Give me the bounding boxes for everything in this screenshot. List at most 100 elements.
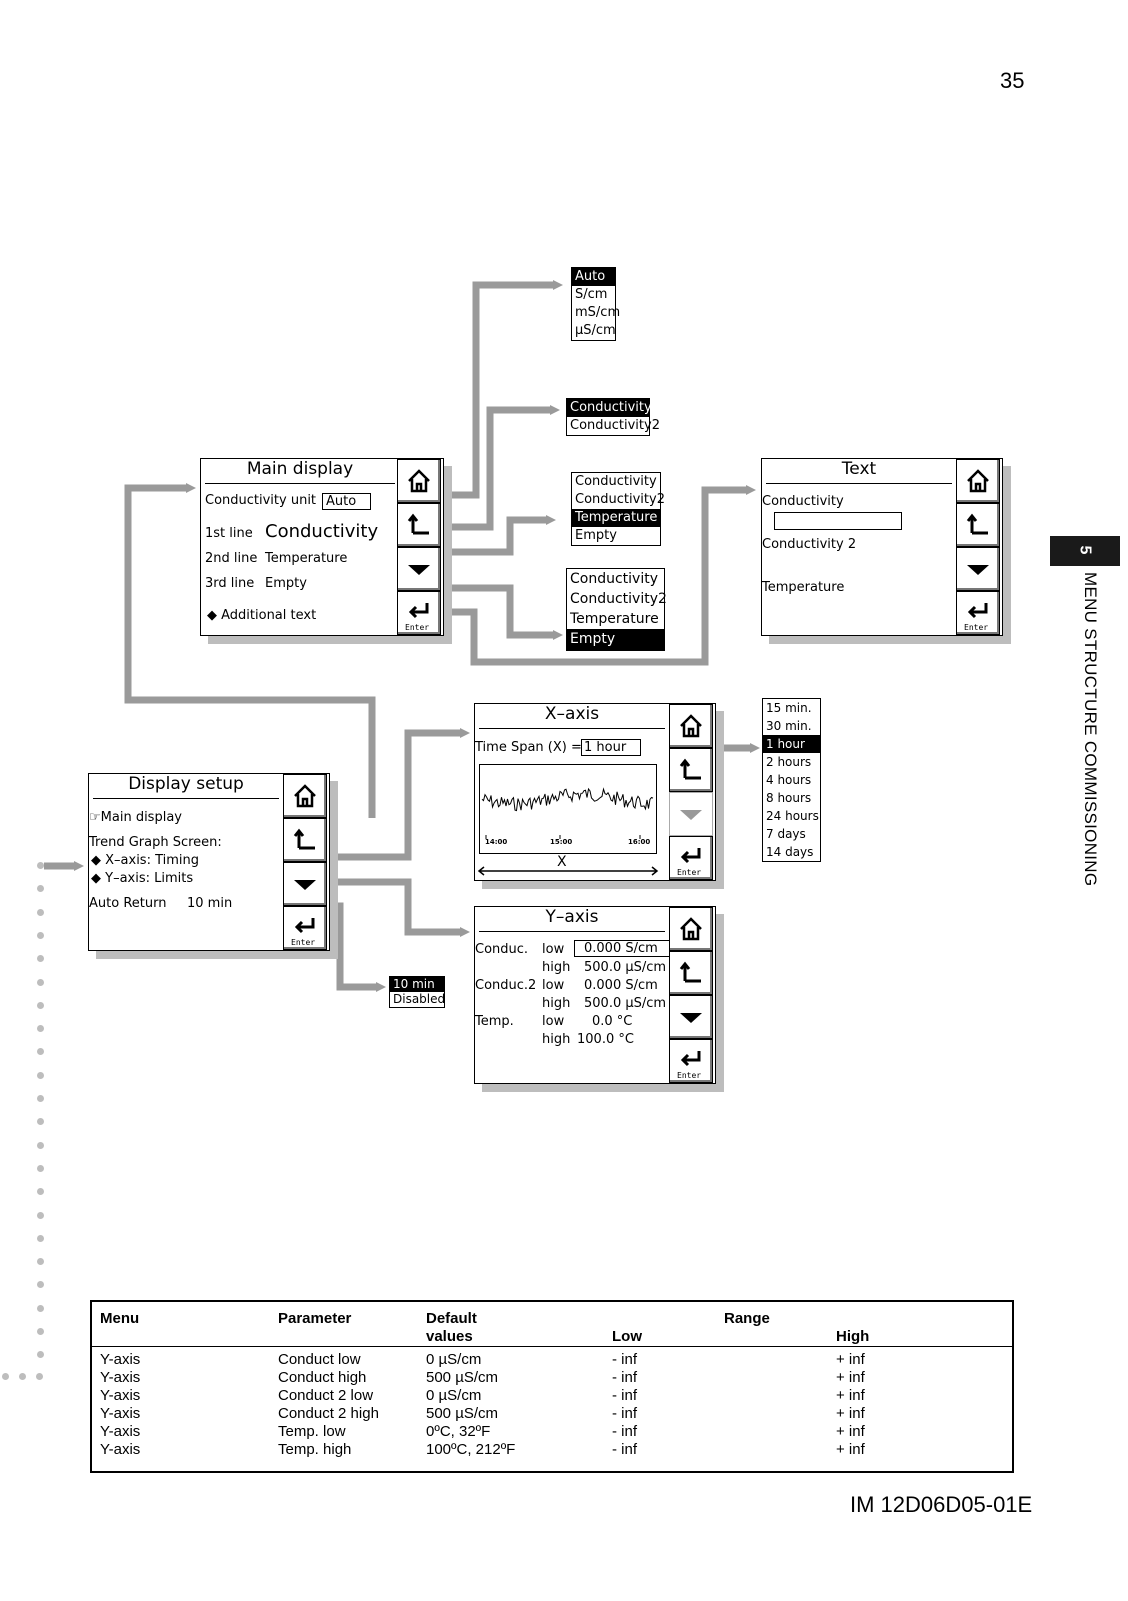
list-item[interactable]: µS/cm [575, 323, 616, 338]
list-item[interactable]: Auto [572, 268, 615, 286]
back-button[interactable] [956, 503, 1000, 547]
y-bound-label: high [542, 996, 571, 1011]
list-item[interactable]: Conductivity2 [575, 492, 665, 507]
margin-dot [37, 1141, 44, 1149]
list-item[interactable]: Temperature [572, 509, 660, 527]
margin-dot [19, 1373, 26, 1380]
margin-dot [37, 1164, 44, 1172]
main-display-screen: Main display Conductivity unit Auto 1st … [200, 458, 444, 636]
x-axis-span-arrow [477, 866, 659, 876]
line1-value[interactable]: Conductivity [265, 521, 379, 542]
down-arrow-icon [294, 880, 316, 890]
arrow-to-main-display [124, 483, 376, 818]
home-button[interactable] [669, 907, 713, 951]
home-button[interactable] [283, 774, 327, 818]
margin-dot [37, 1328, 44, 1335]
list-item[interactable]: Conductivity [567, 399, 652, 417]
back-button[interactable] [397, 503, 441, 547]
margin-dot [37, 931, 44, 939]
conductivity-unit-field[interactable]: Auto [322, 493, 372, 510]
enter-button[interactable]: Enter [397, 591, 441, 635]
x-axis-menu-item[interactable]: ◆ X–axis: Timing [91, 853, 200, 868]
list-item[interactable]: Disabled [393, 992, 446, 1006]
table-header-row: Menu Parameter Default Range [91, 1301, 1013, 1328]
list-item[interactable]: 24 hours [766, 809, 819, 823]
list-item[interactable]: Empty [567, 629, 664, 650]
conductivity-low-field[interactable]: 0.000 S/cm [574, 940, 670, 957]
enter-icon [967, 603, 988, 619]
home-button[interactable] [397, 459, 441, 503]
time-span-label: Time Span (X) = [475, 740, 582, 755]
home-button[interactable] [956, 459, 1000, 503]
margin-dot [37, 1234, 44, 1242]
down-button[interactable] [956, 547, 1000, 591]
list-item[interactable]: 7 days [766, 827, 806, 841]
back-button[interactable] [669, 951, 713, 995]
margin-dot [36, 1373, 43, 1380]
list-item[interactable]: mS/cm [575, 305, 621, 320]
line2-value[interactable]: Temperature [265, 551, 348, 566]
enter-button[interactable]: Enter [669, 836, 713, 880]
arrow-to-line3-options [442, 584, 563, 640]
conductivity2-text-label: Conductivity 2 [762, 537, 857, 552]
enter-icon [294, 918, 315, 934]
arrow-to-unit-options [442, 280, 563, 499]
list-item[interactable]: S/cm [575, 287, 608, 302]
screen-title: X–axis [544, 704, 600, 724]
trend-line [481, 787, 654, 812]
list-item[interactable]: 2 hours [766, 755, 812, 769]
back-button[interactable] [283, 818, 327, 862]
temperature-high-value[interactable]: 100.0 °C [577, 1032, 634, 1047]
list-item[interactable]: Conductivity2 [570, 591, 667, 607]
list-item[interactable]: Conductivity [575, 474, 657, 489]
unit-options-list: Auto S/cm mS/cm µS/cm [571, 267, 621, 341]
header-menu: Menu [100, 1310, 140, 1327]
conductivity2-high-value[interactable]: 500.0 µS/cm [584, 996, 667, 1011]
home-icon [408, 469, 430, 493]
home-icon [680, 917, 702, 941]
list-item[interactable]: Conductivity [570, 571, 658, 587]
enter-button[interactable]: Enter [669, 1039, 713, 1083]
enter-button[interactable]: Enter [283, 906, 327, 950]
conductivity2-low-value[interactable]: 0.000 S/cm [584, 978, 658, 993]
temperature-low-value[interactable]: 0.0 °C [592, 1014, 633, 1029]
header-default: Default [426, 1310, 477, 1327]
list-item[interactable]: 15 min. [766, 701, 812, 715]
conductivity-text-field[interactable] [774, 512, 902, 530]
line1-options-list: Conductivity Conductivity2 [566, 398, 660, 436]
down-button[interactable] [397, 547, 441, 591]
down-button[interactable] [283, 862, 327, 906]
margin-dot [37, 955, 44, 963]
list-item[interactable]: 4 hours [766, 773, 812, 787]
auto-return-value[interactable]: 10 min [187, 896, 233, 911]
additional-text-item[interactable]: ◆ Additional text [207, 608, 317, 623]
enter-label: Enter [405, 623, 430, 632]
time-span-field[interactable]: 1 hour [581, 739, 642, 756]
arrow-to-line2-options [442, 515, 556, 556]
list-item[interactable]: 1 hour [763, 735, 820, 753]
list-item[interactable]: Conductivity2 [570, 418, 660, 433]
list-item[interactable]: 8 hours [766, 791, 812, 805]
down-button[interactable] [669, 995, 713, 1039]
list-item[interactable]: 10 min [390, 977, 444, 992]
main-display-link[interactable]: ☞Main display [89, 810, 182, 825]
list-item[interactable]: Empty [575, 528, 617, 543]
tick-label: 14:00 [485, 838, 508, 846]
down-button-disabled[interactable] [669, 792, 713, 836]
conductivity-high-value[interactable]: 500.0 µS/cm [584, 960, 667, 975]
back-button[interactable] [669, 748, 713, 792]
list-item[interactable]: Temperature [570, 611, 659, 627]
y-axis-menu-item[interactable]: ◆ Y–axis: Limits [91, 871, 194, 886]
list-item[interactable]: 30 min. [766, 719, 812, 733]
enter-label: Enter [677, 1071, 702, 1080]
arrow-to-y-axis [330, 878, 470, 937]
down-arrow-icon [967, 565, 989, 575]
y-group-label: Conduc. [475, 942, 529, 957]
list-item[interactable]: 14 days [766, 845, 814, 859]
enter-button[interactable]: Enter [956, 591, 1000, 635]
trend-graph-preview [479, 764, 657, 854]
margin-dot [37, 1071, 44, 1079]
line3-value[interactable]: Empty [265, 576, 307, 591]
home-button[interactable] [669, 704, 713, 748]
y-bound-label: low [542, 978, 565, 993]
